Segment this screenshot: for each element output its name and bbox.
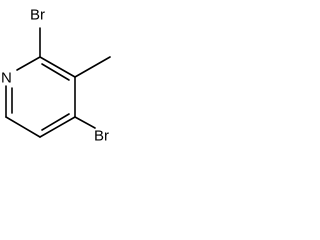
bond-c2-c3-inner — [41, 63, 70, 81]
atom-br2-label: Br — [30, 7, 45, 24]
bond-c4-br — [74, 116, 96, 129]
bond-c3-methyl — [74, 56, 111, 78]
atom-n1-label: N — [1, 70, 12, 87]
atom-br4-label: Br — [94, 128, 109, 145]
bond-c4-c5-inner — [41, 113, 70, 131]
bond-c2-c3 — [39, 56, 76, 78]
bond-c5-c6 — [5, 116, 41, 138]
bond-c4-c5 — [39, 116, 76, 138]
structure-diagram: N Br Br — [1, 7, 111, 145]
bond-n1-c2 — [16, 56, 41, 71]
